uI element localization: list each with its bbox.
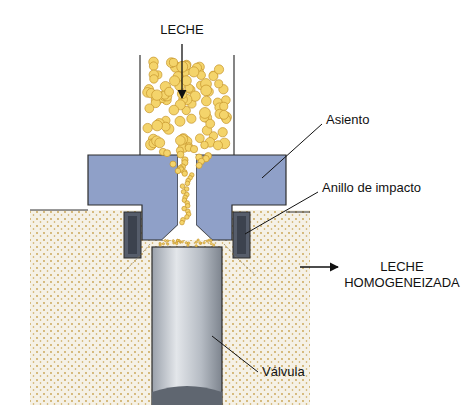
fat-globule	[197, 239, 199, 241]
fat-globule	[176, 136, 186, 146]
fat-globule	[175, 168, 181, 174]
seat-orifice	[178, 155, 196, 225]
fat-globule	[152, 120, 163, 131]
pipe-interior	[140, 55, 234, 155]
fat-globule	[201, 85, 212, 96]
impact-ring-inner	[237, 216, 246, 254]
fat-globule	[170, 161, 176, 167]
flow-streak	[224, 244, 256, 275]
fat-globule	[210, 239, 212, 241]
impact-ring	[124, 212, 141, 258]
fat-globule	[176, 243, 178, 245]
fat-globule	[164, 150, 171, 157]
fat-globule	[219, 110, 228, 119]
pipe-wall	[139, 55, 140, 155]
fat-globules	[143, 57, 232, 247]
part-label: Anillo de impacto	[322, 180, 421, 196]
fat-globule	[199, 242, 201, 244]
fat-globule	[220, 102, 228, 110]
fat-globule	[185, 242, 187, 244]
flow-arrow	[181, 44, 182, 98]
fat-globule	[177, 240, 179, 242]
flow-label: LECHE	[160, 22, 203, 38]
seat-cone	[162, 225, 212, 240]
fat-globule	[155, 138, 165, 148]
fat-globule	[213, 141, 222, 150]
fat-globule	[215, 80, 223, 88]
fat-globule	[175, 116, 185, 126]
fat-globule	[173, 242, 175, 244]
impact-ring	[233, 212, 250, 258]
fat-globule	[177, 240, 179, 242]
fat-globule	[180, 220, 185, 225]
fat-globule	[176, 239, 178, 241]
fat-globule	[162, 243, 164, 245]
fat-globule	[201, 141, 209, 149]
fat-globule	[199, 107, 210, 118]
fat-globule	[181, 76, 191, 86]
leader-line	[212, 336, 258, 372]
homogenized-milk-region	[30, 210, 310, 405]
fat-globule	[214, 65, 223, 74]
fat-globule	[190, 145, 197, 152]
fat-globule	[195, 245, 197, 247]
part-label: Válvula	[262, 364, 305, 380]
fat-globule	[201, 96, 211, 106]
fat-globule	[206, 119, 215, 128]
fat-globule	[159, 244, 161, 246]
leader-line	[262, 124, 322, 178]
fat-globule	[180, 184, 185, 189]
fat-globule	[165, 87, 174, 96]
fat-globule	[185, 181, 190, 186]
fat-globule	[167, 243, 169, 245]
leader-line	[245, 192, 318, 234]
fat-globule	[172, 240, 174, 242]
fat-globule	[150, 75, 158, 83]
fat-globule	[170, 76, 180, 86]
fat-globule	[169, 58, 177, 66]
fat-globule	[167, 240, 169, 242]
fat-globule	[145, 104, 154, 113]
fat-globule	[181, 241, 183, 243]
flow-label: LECHE HOMOGENEIZADA	[343, 259, 461, 291]
fat-globule	[152, 90, 162, 100]
fat-globule	[162, 123, 170, 131]
part-label: Asiento	[326, 112, 369, 128]
fat-globule	[213, 244, 215, 246]
fat-globule	[210, 242, 212, 244]
flow-streak	[120, 244, 150, 275]
pipe-wall	[233, 55, 234, 155]
fat-globule	[164, 239, 166, 241]
fat-globule	[189, 67, 199, 77]
valve	[152, 247, 222, 405]
fat-globule	[187, 114, 196, 123]
fat-globule	[187, 244, 189, 246]
fat-globule	[143, 123, 152, 132]
fat-globule	[195, 241, 197, 243]
housing-edge	[30, 210, 88, 211]
fat-globule	[199, 242, 201, 244]
flow-arrow	[300, 266, 338, 267]
fat-globule	[169, 105, 179, 115]
fat-globule	[177, 151, 184, 158]
fat-globule	[185, 215, 190, 220]
valve-shadow	[152, 386, 222, 405]
fat-globule	[203, 242, 205, 244]
fat-globule	[149, 62, 158, 71]
impact-ring-inner	[128, 216, 137, 254]
fat-globule	[182, 171, 187, 176]
fat-globule	[218, 128, 227, 137]
fat-globule	[196, 162, 202, 168]
housing-edge	[286, 212, 310, 213]
